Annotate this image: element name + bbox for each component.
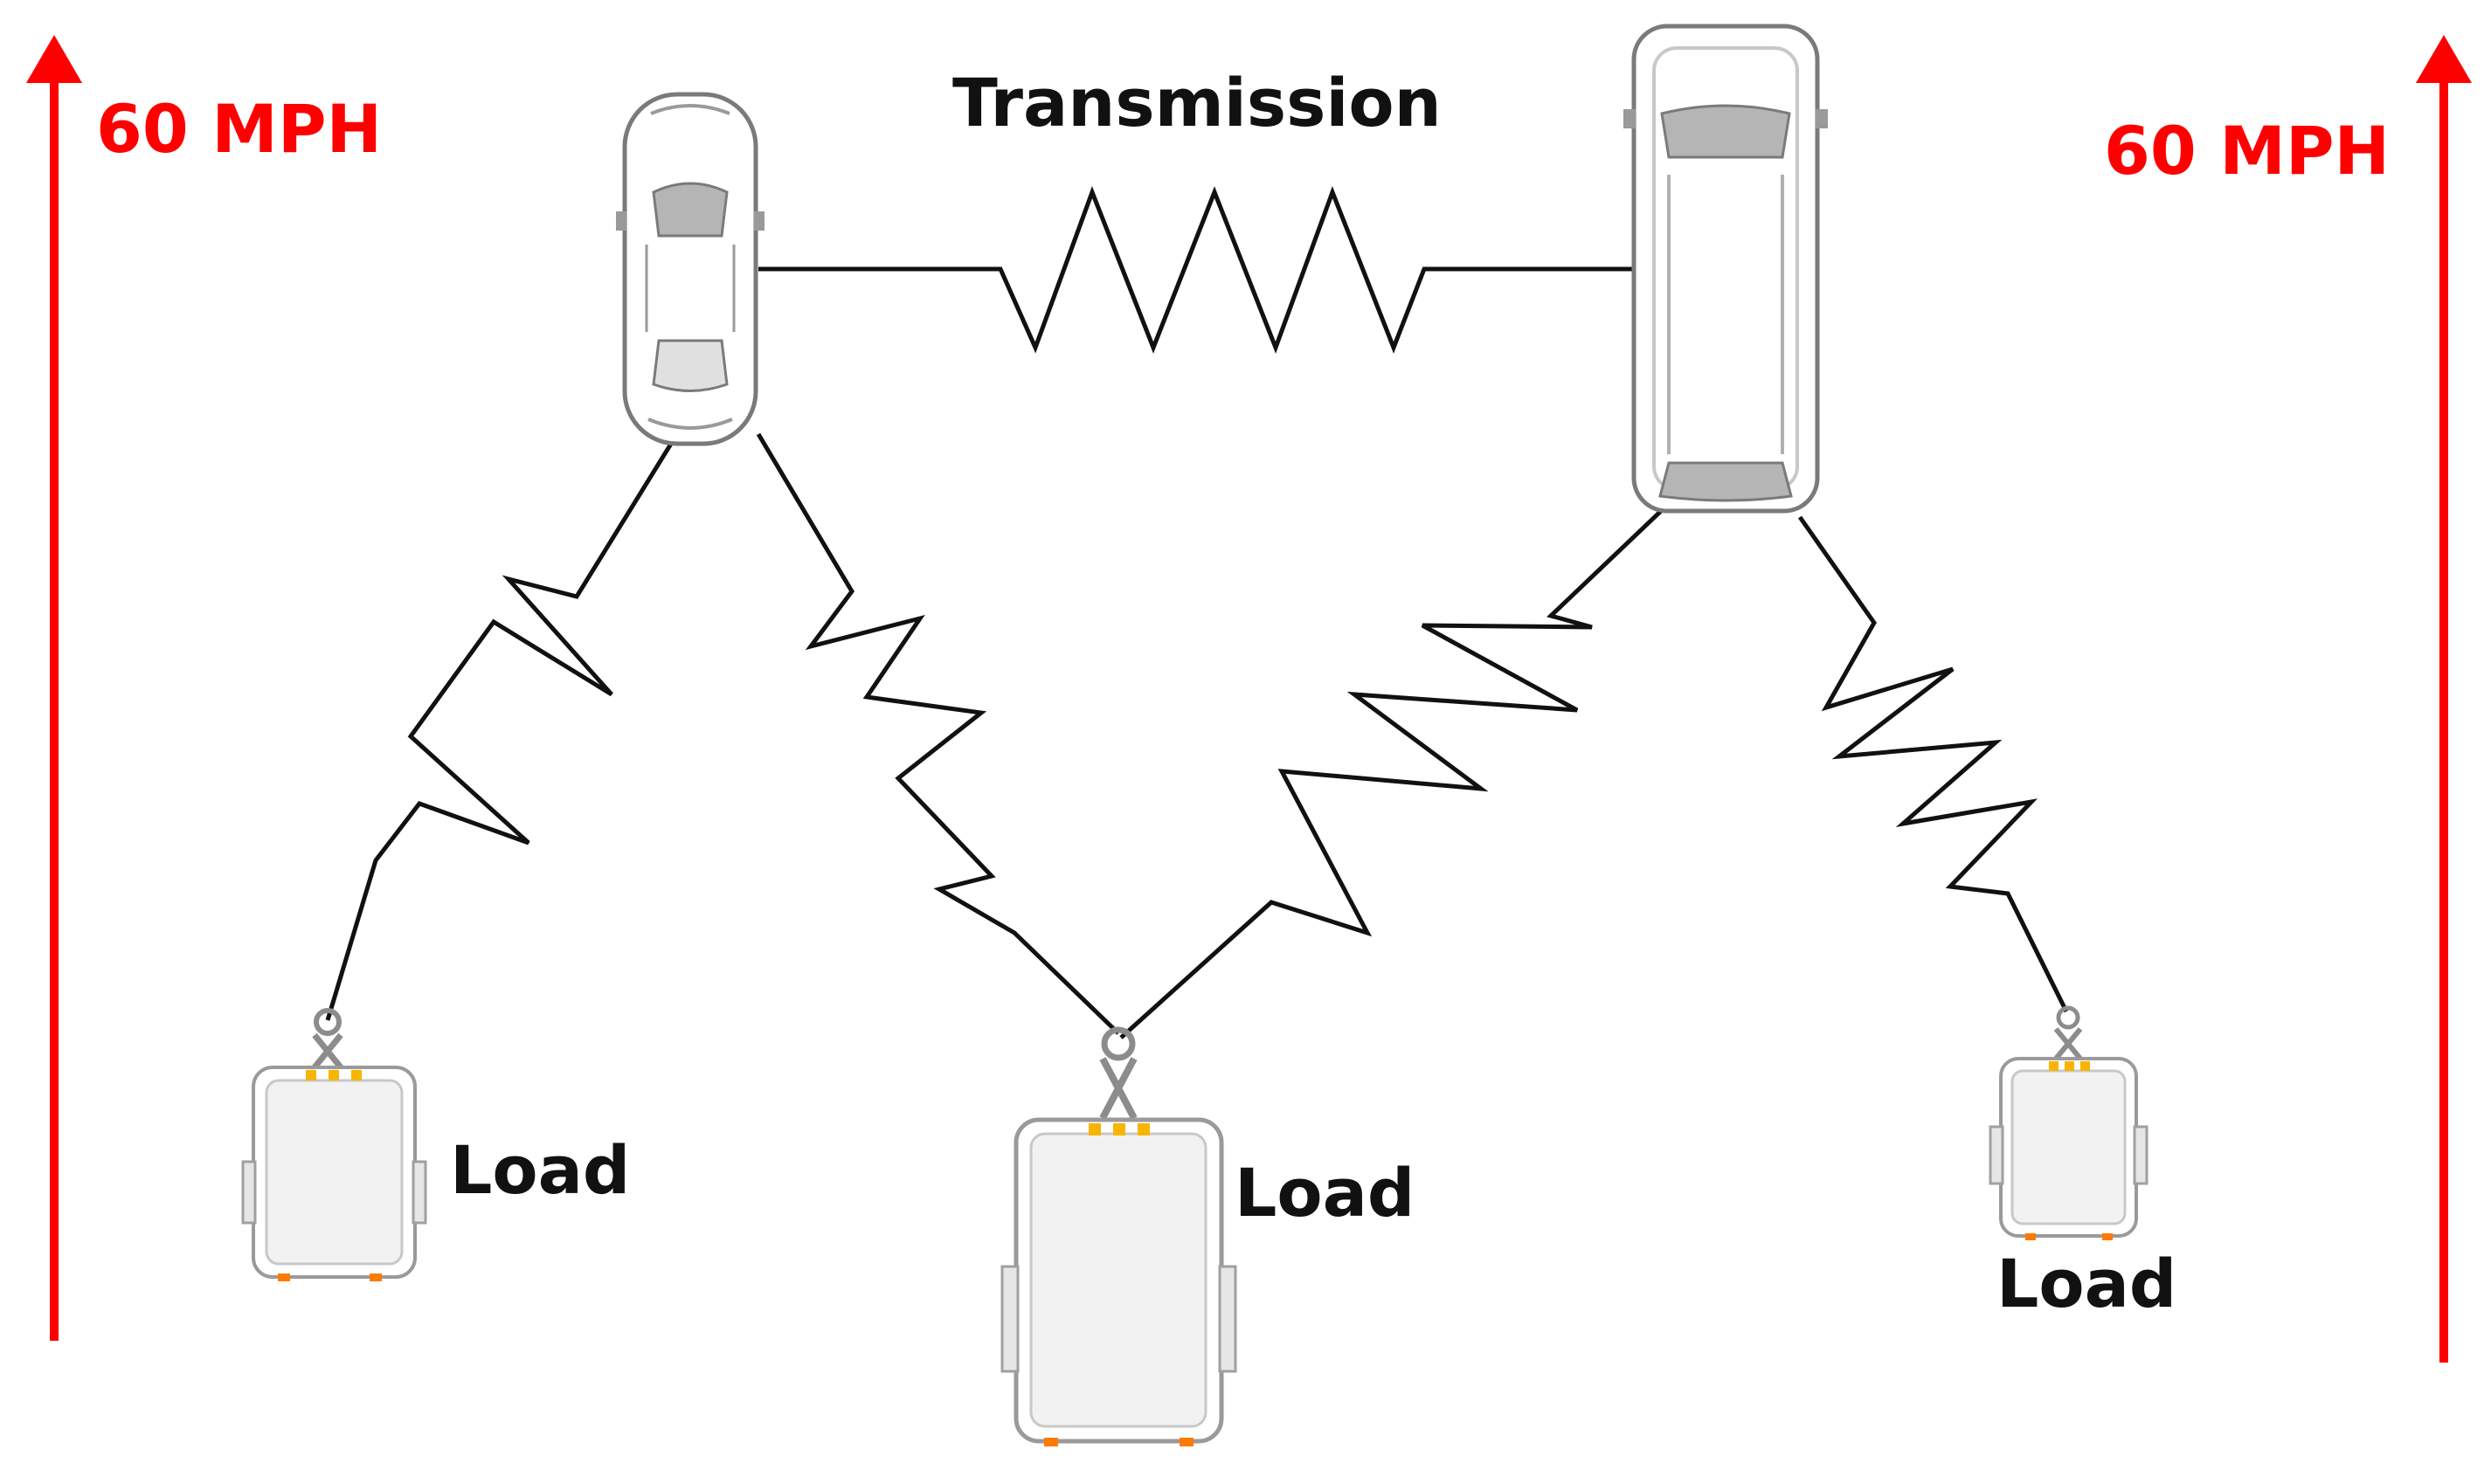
left-speed-arrow [26, 35, 82, 1341]
load-label-left: Load [450, 1131, 631, 1209]
car-left-load-spring [325, 442, 674, 1021]
suv-center-load-spring [1119, 477, 1697, 1039]
car-top-view-icon [616, 92, 765, 446]
trailer-icon [1000, 1026, 1237, 1446]
trailer-icon [1989, 1005, 2148, 1240]
car-center-load-spring [756, 432, 1120, 1035]
transmission-spring [758, 185, 1682, 355]
right-speed-arrow [2416, 35, 2472, 1363]
speed-label-right: 60 MPH [2104, 112, 2391, 190]
speed-label-left: 60 MPH [96, 90, 383, 168]
transmission-label: Transmission [952, 64, 1442, 141]
suv-right-load-spring [1797, 515, 2069, 1013]
load-label-right: Load [1996, 1245, 2177, 1322]
suv-top-view-icon [1623, 24, 1828, 514]
trailer-icon [241, 1008, 427, 1281]
load-label-center: Load [1235, 1154, 1415, 1232]
